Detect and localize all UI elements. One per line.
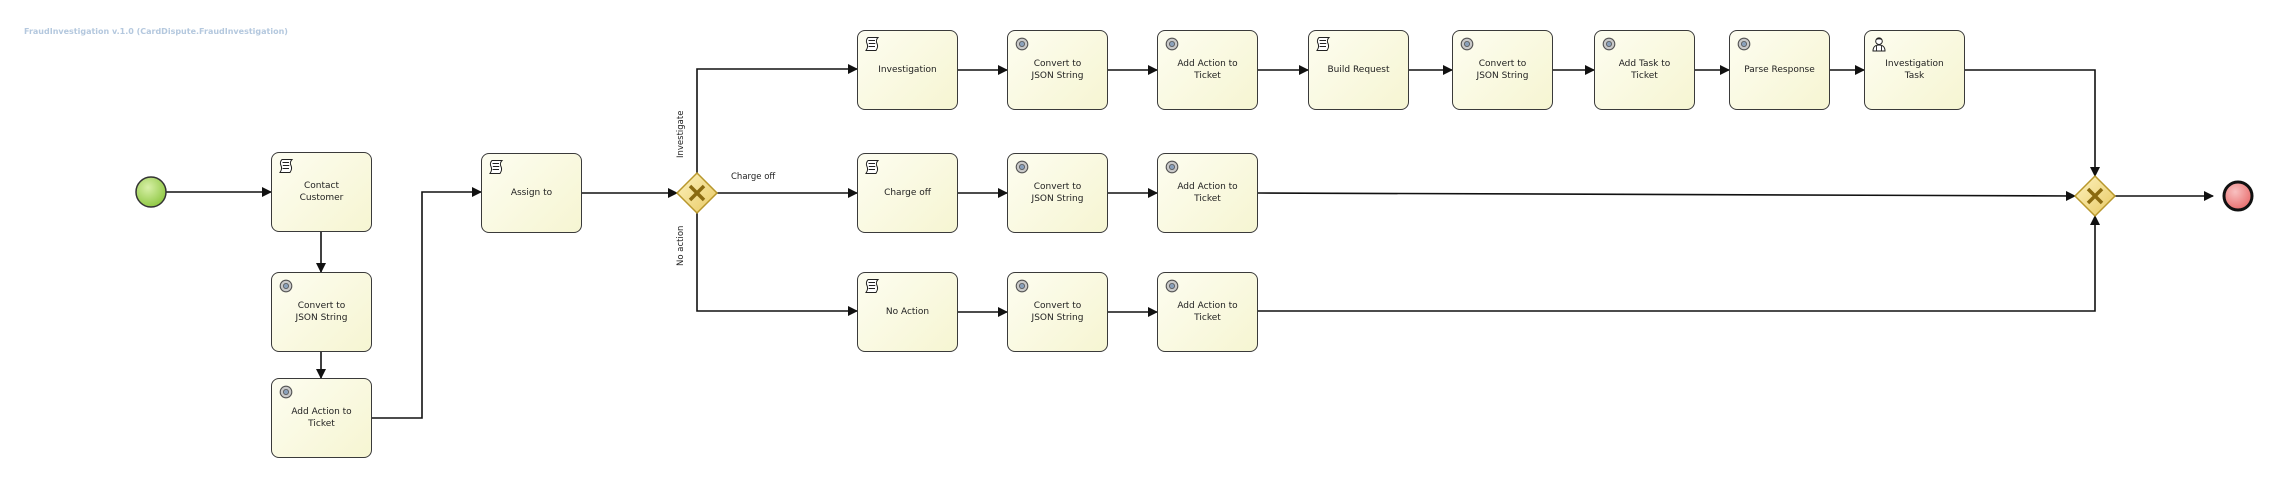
service-icon [1736, 36, 1752, 52]
task-label: Charge off [884, 188, 931, 198]
flow-label-no-action: No action [676, 225, 686, 266]
service-icon [1601, 36, 1617, 52]
service-icon [1164, 278, 1180, 294]
task-label: Convert to JSON String [295, 301, 348, 323]
service-icon [1164, 36, 1180, 52]
task-label: Convert to JSON String [1031, 182, 1084, 204]
task-label: Investigation [878, 65, 937, 75]
flow-label-investigate: Investigate [676, 110, 686, 158]
user-icon [1871, 36, 1887, 52]
task-add-action-to-ticket[interactable]: Add Action to Ticket [1157, 153, 1258, 233]
task-label: Add Action to Ticket [1177, 59, 1238, 81]
task-investigation-task[interactable]: Investigation Task [1864, 30, 1965, 110]
task-label: Assign to [510, 188, 553, 198]
task-label: Convert to JSON String [1476, 59, 1529, 81]
process-title: FraudInvestigation v.1.0 (CardDispute.Fr… [24, 27, 288, 36]
service-icon [1459, 36, 1475, 52]
flow-addaction-assign [372, 187, 482, 419]
service-icon [1014, 36, 1030, 52]
end-event[interactable] [2222, 180, 2254, 212]
task-convert-json-string[interactable]: Convert to JSON String [1452, 30, 1553, 110]
service-icon [1014, 159, 1030, 175]
task-label: Add Task to Ticket [1618, 59, 1671, 81]
task-label: Add Action to Ticket [1177, 301, 1238, 323]
task-add-action-to-ticket[interactable]: Add Action to Ticket [1157, 272, 1258, 352]
start-event[interactable] [135, 176, 167, 208]
exclusive-gateway-merge[interactable] [2073, 174, 2117, 218]
task-parse-response[interactable]: Parse Response [1729, 30, 1830, 110]
script-icon [1315, 36, 1331, 52]
script-icon [864, 36, 880, 52]
task-label: No Action [885, 307, 930, 317]
task-label: Parse Response [1744, 65, 1815, 75]
task-label: Add Action to Ticket [1177, 182, 1238, 204]
task-label: Investigation Task [1885, 59, 1944, 81]
gateway-x-icon [2086, 187, 2104, 205]
script-icon [864, 159, 880, 175]
gateway-x-icon [688, 184, 706, 202]
script-icon [278, 158, 294, 174]
task-convert-json-string[interactable]: Convert to JSON String [1007, 272, 1108, 352]
service-icon [278, 384, 294, 400]
service-icon [1014, 278, 1030, 294]
flow-label-charge-off: Charge off [731, 172, 776, 182]
task-contact-customer[interactable]: Contact Customer [271, 152, 372, 232]
task-label: Convert to JSON String [1031, 59, 1084, 81]
task-add-action-to-ticket[interactable]: Add Action to Ticket [271, 378, 372, 458]
service-icon [278, 278, 294, 294]
task-add-action-to-ticket[interactable]: Add Action to Ticket [1157, 30, 1258, 110]
exclusive-gateway-split[interactable] [675, 171, 719, 215]
task-no-action[interactable]: No Action [857, 272, 958, 352]
task-label: Convert to JSON String [1031, 301, 1084, 323]
task-label: Contact Customer [299, 181, 344, 203]
task-charge-off[interactable]: Charge off [857, 153, 958, 233]
task-add-task-to-ticket[interactable]: Add Task to Ticket [1594, 30, 1695, 110]
flow-noaction [696, 213, 858, 316]
script-icon [488, 159, 504, 175]
task-convert-json-string[interactable]: Convert to JSON String [1007, 30, 1108, 110]
task-label: Build Request [1327, 65, 1390, 75]
script-icon [864, 278, 880, 294]
task-assign-to[interactable]: Assign to [481, 153, 582, 233]
service-icon [1164, 159, 1180, 175]
task-convert-json-string[interactable]: Convert to JSON String [271, 272, 372, 352]
task-convert-json-string[interactable]: Convert to JSON String [1007, 153, 1108, 233]
task-build-request[interactable]: Build Request [1308, 30, 1409, 110]
flow-investigate [696, 64, 858, 173]
task-label: Add Action to Ticket [291, 407, 352, 429]
task-investigation[interactable]: Investigation [857, 30, 958, 110]
